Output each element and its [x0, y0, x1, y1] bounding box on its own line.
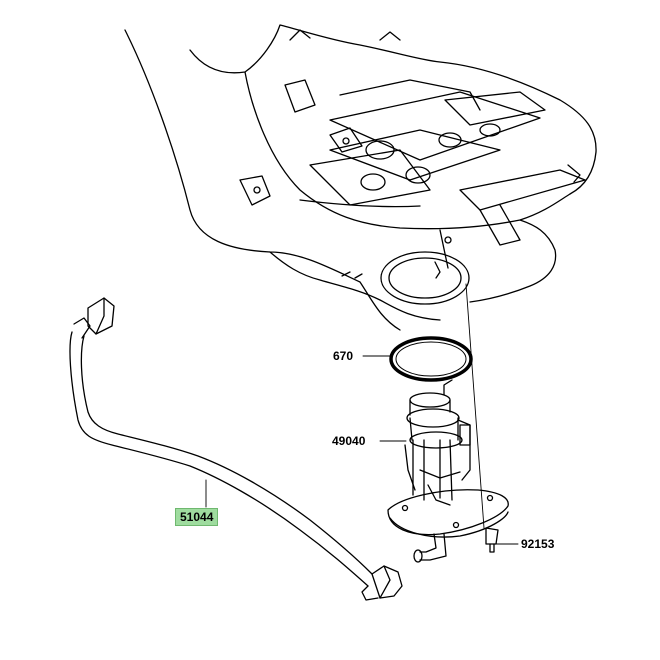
part-label-51044: 51044 — [175, 508, 219, 526]
part-label-92153: 92153 — [521, 537, 555, 551]
fuel-hose-51044 — [69, 297, 403, 601]
part-label-49040: 49040 — [332, 434, 366, 448]
fuel-pump-49040 — [387, 379, 509, 563]
part-label-670: 670 — [333, 349, 354, 363]
o-ring-670 — [389, 336, 473, 382]
fuel-tank — [124, 24, 597, 331]
leader-lines — [205, 283, 519, 545]
